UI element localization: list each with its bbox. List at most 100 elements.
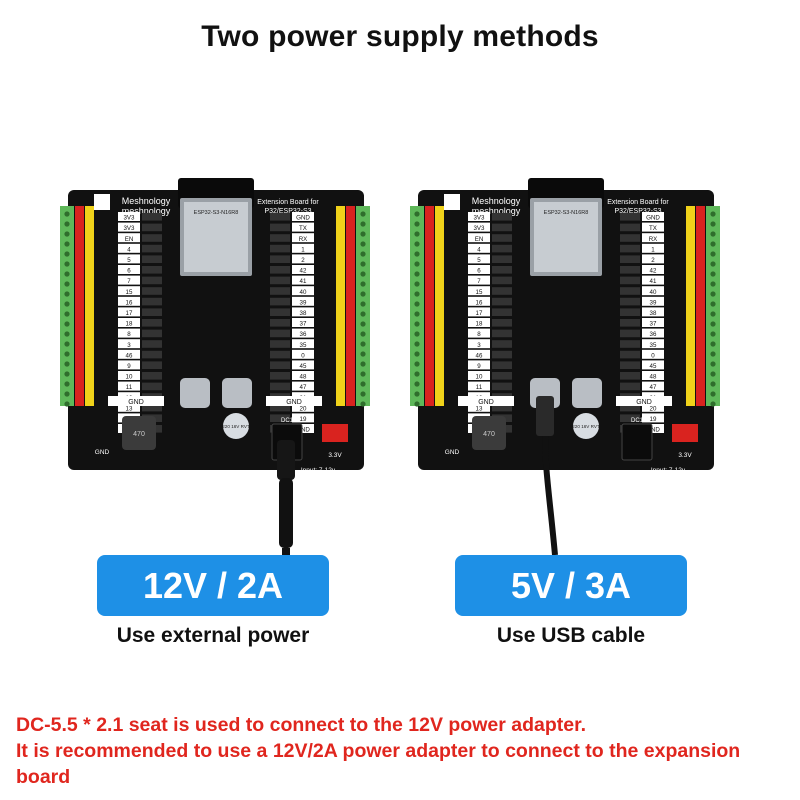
- pin-label-right: GND: [646, 215, 660, 222]
- input-label: Input: 7-12v: [651, 467, 686, 474]
- pin-label-right-bg: [642, 328, 664, 338]
- pin-label-right-bg: [642, 339, 664, 349]
- header-pin-right: [620, 319, 640, 327]
- pin-label-left-bg: [118, 318, 140, 327]
- pin-label-right-bg: [292, 424, 314, 433]
- header-pin-right: [620, 329, 640, 338]
- header-pin-right: [620, 361, 640, 369]
- header-pin-left: [492, 308, 512, 316]
- terminal-screw: [360, 401, 366, 407]
- pin-label-left: 5: [477, 257, 481, 264]
- pin-label-right: GND: [296, 215, 310, 222]
- terminal-screw: [64, 321, 70, 327]
- header-pin-left: [492, 255, 512, 263]
- dc-label: DC1: [631, 418, 644, 424]
- pin-label-right-bg: [292, 296, 314, 306]
- terminal-screw: [64, 341, 70, 347]
- usb-c-port: [572, 378, 602, 408]
- pin-label-right: 38: [300, 310, 307, 317]
- pin-label-left: 9: [127, 363, 131, 370]
- header-pin-left: [492, 350, 512, 359]
- header-pin-right: [270, 266, 290, 274]
- pin-label-left-bg: [468, 243, 490, 253]
- header-pin-left: [142, 403, 162, 412]
- pin-label-right: 42: [650, 268, 657, 275]
- terminal-screw: [360, 311, 366, 317]
- header-pin-right: [270, 329, 290, 338]
- terminal-screw: [64, 231, 70, 237]
- pin-label-right: RX: [649, 236, 658, 243]
- power-spec-5v-badge: 5V / 3A: [455, 555, 687, 616]
- gnd-label-bg: [266, 396, 322, 406]
- header-pin-right: [270, 297, 290, 306]
- header-pin-left: [142, 361, 162, 369]
- external-power-caption: Use external power: [116, 624, 310, 647]
- header-pin-right: [270, 372, 290, 380]
- brand-text-1: Meshnology: [122, 196, 171, 206]
- power-header-red: [672, 424, 698, 442]
- header-pin-left: [142, 287, 162, 295]
- left-terminal-strip: [435, 206, 444, 406]
- header-pin-left: [492, 276, 512, 285]
- terminal-screw: [710, 331, 716, 337]
- terminal-screw: [710, 271, 716, 277]
- terminal-screw: [64, 391, 70, 397]
- pin-label-right-bg: [292, 307, 314, 317]
- pin-label-right-bg: [292, 243, 314, 253]
- capacitor-label: 220 16V RVT: [572, 424, 600, 429]
- pin-label-right-bg: [642, 318, 664, 327]
- terminal-screw: [414, 401, 420, 407]
- gnd-label-bg: [108, 396, 164, 406]
- header-pin-left: [142, 266, 162, 274]
- pin-label-left-bg: [468, 349, 490, 359]
- terminal-screw: [64, 361, 70, 367]
- terminal-screw: [414, 351, 420, 357]
- terminal-screw: [710, 281, 716, 287]
- terminal-screw: [64, 351, 70, 357]
- header-pin-right: [620, 308, 640, 316]
- power-header-red: [322, 424, 348, 442]
- pin-label-left: 18: [476, 321, 483, 328]
- terminal-screw: [360, 321, 366, 327]
- header-pin-left: [492, 287, 512, 295]
- pin-label-left-bg: [468, 265, 490, 274]
- terminal-screw: [710, 261, 716, 267]
- pin-label-right: 45: [300, 363, 307, 370]
- pin-label-left-bg: [118, 254, 140, 264]
- pin-label-right-bg: [642, 349, 664, 359]
- usb-c-cable-icon: [536, 396, 554, 436]
- pin-label-right-bg: [292, 212, 314, 221]
- terminal-screw: [360, 301, 366, 307]
- pin-label-right: 20: [650, 405, 657, 412]
- pin-label-right-bg: [292, 402, 314, 412]
- terminal-screw: [710, 401, 716, 407]
- pin-label-right-bg: [642, 286, 664, 296]
- header-pin-right: [620, 414, 640, 422]
- pin-label-right-bg: [642, 381, 664, 391]
- pin-label-right: 0: [651, 352, 655, 359]
- pin-label-right-bg: [292, 349, 314, 359]
- header-pin-right: [270, 244, 290, 253]
- brand-text-2: meshnology: [472, 206, 521, 216]
- pin-label-left: 17: [476, 310, 483, 317]
- pin-label-left-bg: [468, 328, 490, 338]
- header-pin-left: [492, 223, 512, 232]
- pin-label-left: 16: [476, 299, 483, 306]
- terminal-screw: [64, 331, 70, 337]
- header-pin-left: [142, 382, 162, 391]
- header-pin-right: [620, 223, 640, 232]
- pin-label-left: EN: [125, 236, 134, 243]
- pin-label-left: 46: [476, 352, 483, 359]
- terminal-screw: [414, 271, 420, 277]
- pin-label-right-bg: [642, 402, 664, 412]
- capacitor: [223, 413, 249, 439]
- pin-label-right: 41: [300, 278, 307, 285]
- header-pin-right: [620, 403, 640, 412]
- pin-label-left-bg: [118, 339, 140, 349]
- header-pin-left: [142, 255, 162, 263]
- header-pin-right: [270, 287, 290, 295]
- pin-label-right-bg: [642, 371, 664, 380]
- pin-label-right: 1: [301, 246, 305, 253]
- dc-barrel-plug-icon: [277, 440, 295, 480]
